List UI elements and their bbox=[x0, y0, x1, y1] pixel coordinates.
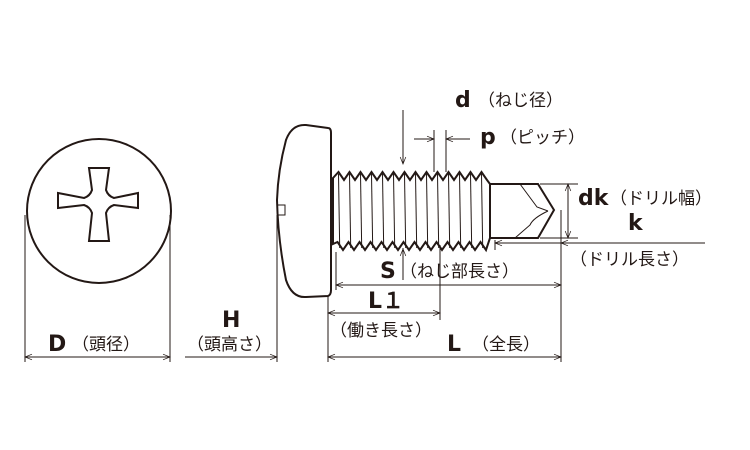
label-H-symbol: H bbox=[222, 308, 240, 333]
label-d-symbol: d bbox=[455, 88, 471, 113]
thread-line bbox=[349, 173, 352, 249]
label-dk-symbol: dk bbox=[578, 186, 610, 211]
thread-line bbox=[470, 173, 473, 249]
label-D-name: （頭径） bbox=[72, 335, 140, 355]
drill-flute bbox=[514, 183, 549, 239]
label-L1-name: （働き長さ） bbox=[330, 321, 432, 341]
head-slot-mark bbox=[277, 204, 286, 216]
screw-head-side bbox=[275, 123, 332, 299]
thread-line bbox=[371, 173, 374, 249]
thread-line bbox=[382, 173, 385, 249]
label-p-symbol: p bbox=[480, 125, 496, 150]
labels: d （ねじ径） p （ピッチ） dk （ドリル幅） k （ドリル長さ） S （ね… bbox=[48, 88, 712, 357]
phillips-recess-icon bbox=[57, 167, 139, 242]
thread-shank bbox=[332, 170, 491, 253]
thread-line bbox=[415, 173, 418, 249]
label-S-name: （ねじ部長さ） bbox=[400, 262, 519, 282]
screw-side-view bbox=[275, 123, 556, 299]
label-H-name: （頭高さ） bbox=[187, 335, 272, 355]
thread-line bbox=[459, 173, 462, 249]
thread-line bbox=[338, 173, 341, 249]
thread-lines bbox=[338, 173, 484, 249]
extension-lines bbox=[24, 110, 578, 362]
label-S-symbol: S bbox=[380, 259, 396, 284]
label-dk-name: （ドリル幅） bbox=[610, 189, 712, 209]
label-k-symbol: k bbox=[628, 211, 644, 236]
thread-line bbox=[393, 173, 396, 249]
thread-line bbox=[448, 173, 451, 249]
thread-line bbox=[404, 173, 407, 249]
label-d-name: （ねじ径） bbox=[478, 91, 563, 111]
label-D-symbol: D bbox=[48, 332, 66, 357]
label-p-name: （ピッチ） bbox=[500, 128, 585, 148]
thread-line bbox=[481, 173, 484, 249]
thread-line bbox=[360, 173, 363, 249]
thread-line bbox=[426, 173, 429, 249]
label-L1-symbol: L１ bbox=[368, 289, 404, 314]
label-k-name: （ドリル長さ） bbox=[570, 250, 689, 270]
dimension-lines bbox=[24, 135, 705, 361]
head-top-view bbox=[26, 138, 172, 284]
label-L-name: （全長） bbox=[472, 335, 540, 355]
drill-point bbox=[489, 183, 556, 239]
label-L-symbol: L bbox=[447, 332, 461, 357]
thread-line bbox=[437, 173, 440, 249]
